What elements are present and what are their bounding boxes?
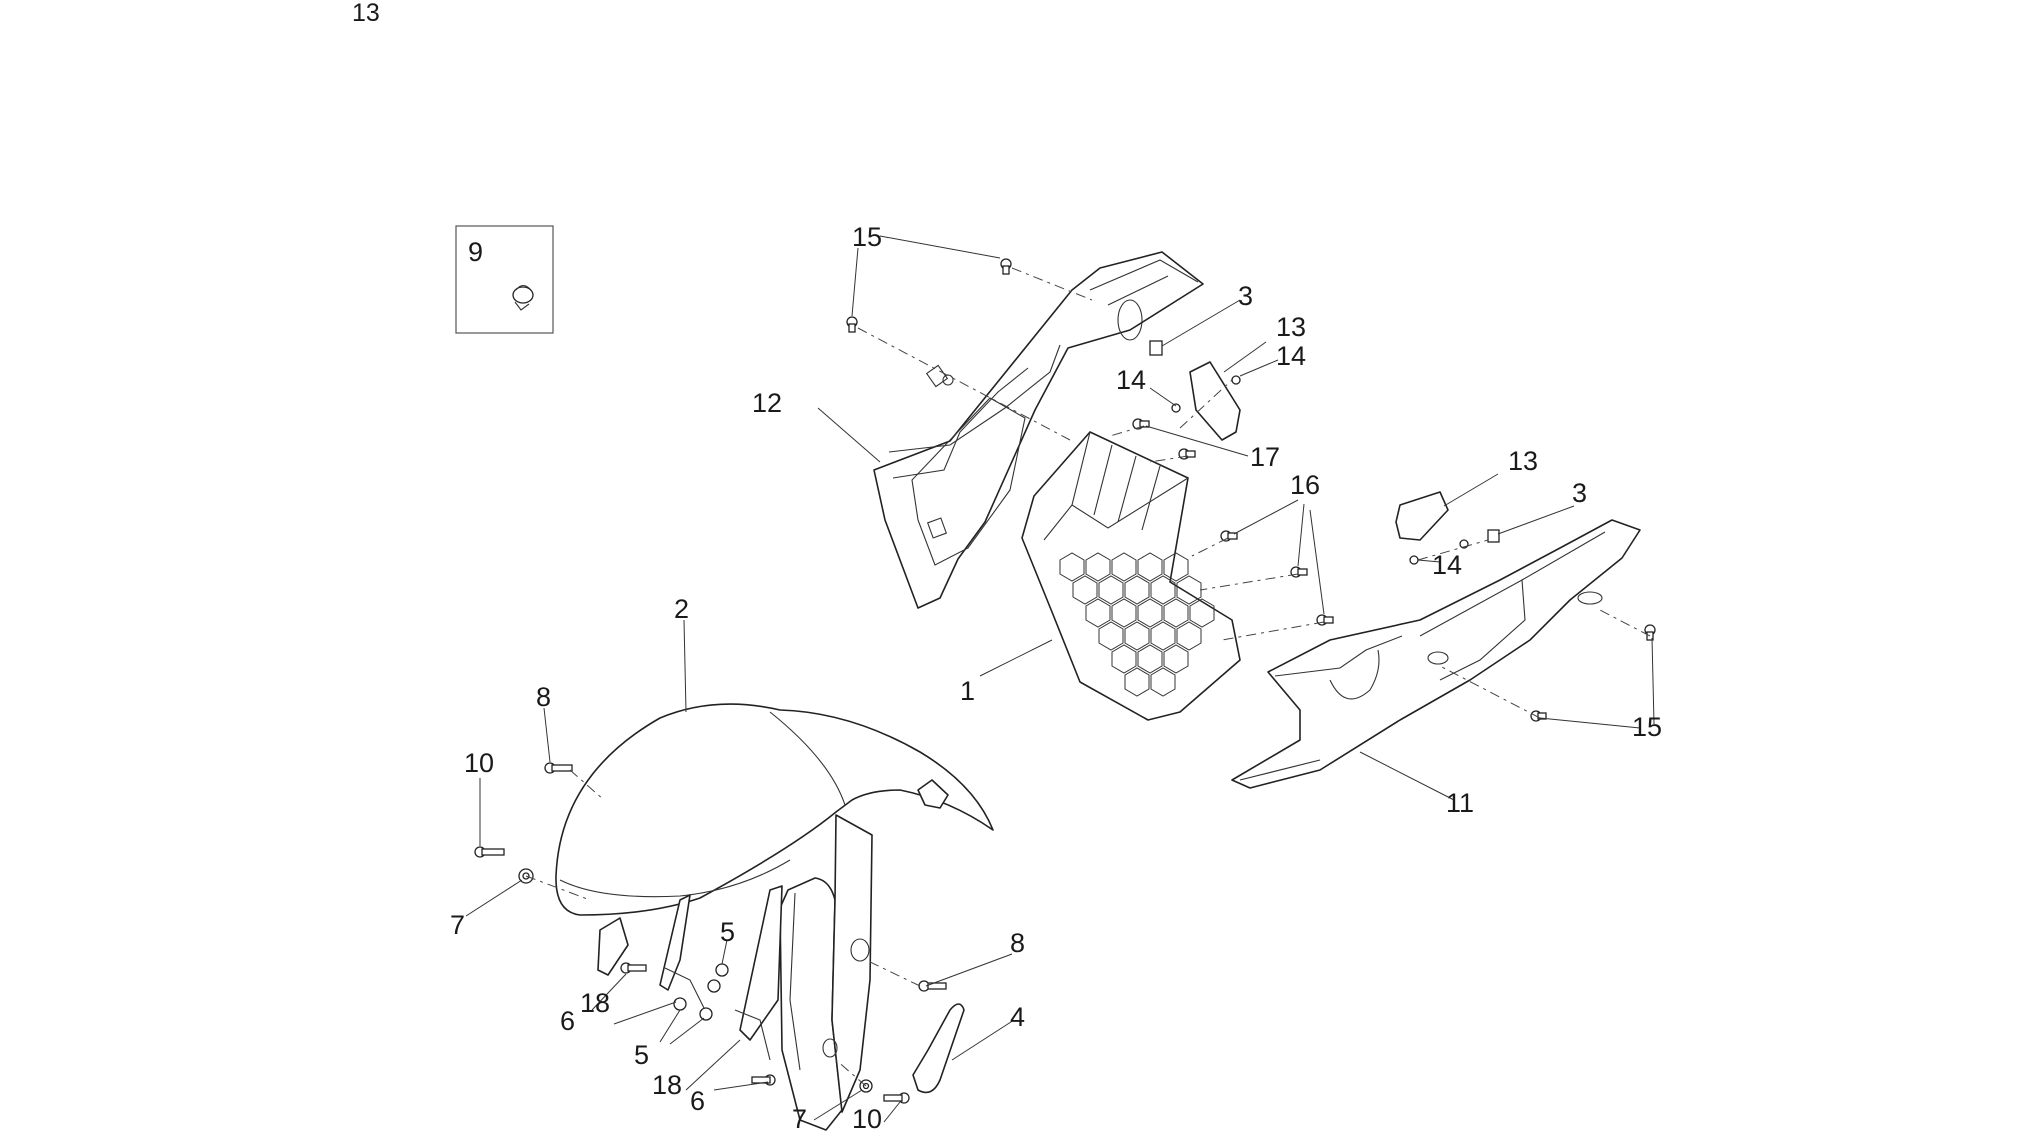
- callout-18: 18: [580, 988, 610, 1018]
- hardware-screws: [474, 258, 1656, 1104]
- callout-3: 3: [1238, 281, 1253, 311]
- callout-17: 17: [1250, 442, 1280, 472]
- callout-15: 15: [852, 222, 882, 252]
- callout-8: 8: [536, 682, 551, 712]
- part-12-side-panel: [873, 251, 1204, 609]
- callout-2: 2: [674, 594, 689, 624]
- callout-6: 6: [690, 1086, 705, 1116]
- callout-3: 3: [1572, 478, 1587, 508]
- callout-7: 7: [792, 1104, 807, 1132]
- callout-1: 1: [960, 676, 975, 706]
- callout-16: 16: [1290, 470, 1320, 500]
- callout-9: 9: [468, 237, 483, 267]
- callout-7: 7: [450, 910, 465, 940]
- callout-8: 8: [1010, 928, 1025, 958]
- clip-icon: [512, 284, 534, 311]
- callout-5: 5: [634, 1040, 649, 1070]
- callout-13: 13: [1508, 446, 1538, 476]
- part-2-front-fender: [555, 703, 994, 1131]
- callout-18: 18: [652, 1070, 682, 1100]
- page-title: 13: [352, 0, 380, 27]
- inset-box-part-9: 9: [455, 225, 554, 334]
- callout-labels: 15 3 13 14 14 12 17 16 13 3 14 2 8 1 15 …: [450, 222, 1662, 1132]
- callout-4: 4: [1010, 1002, 1025, 1032]
- callout-11: 11: [1446, 788, 1474, 818]
- callout-15: 15: [1632, 712, 1662, 742]
- callout-12: 12: [752, 388, 782, 418]
- honeycomb-grid: [1059, 552, 1215, 697]
- callout-13: 13: [1276, 312, 1306, 342]
- part-11-side-panel: [1231, 519, 1641, 789]
- part-1-grille-duct: [1021, 431, 1241, 721]
- callout-5: 5: [720, 917, 735, 947]
- callout-6: 6: [560, 1006, 575, 1036]
- alignment-lines: [525, 267, 1651, 1087]
- callout-14: 14: [1116, 365, 1146, 395]
- callout-10: 10: [852, 1104, 882, 1132]
- callout-14: 14: [1276, 341, 1306, 371]
- callout-10: 10: [464, 748, 494, 778]
- callout-14: 14: [1432, 550, 1462, 580]
- leader-lines: [465, 235, 1655, 1123]
